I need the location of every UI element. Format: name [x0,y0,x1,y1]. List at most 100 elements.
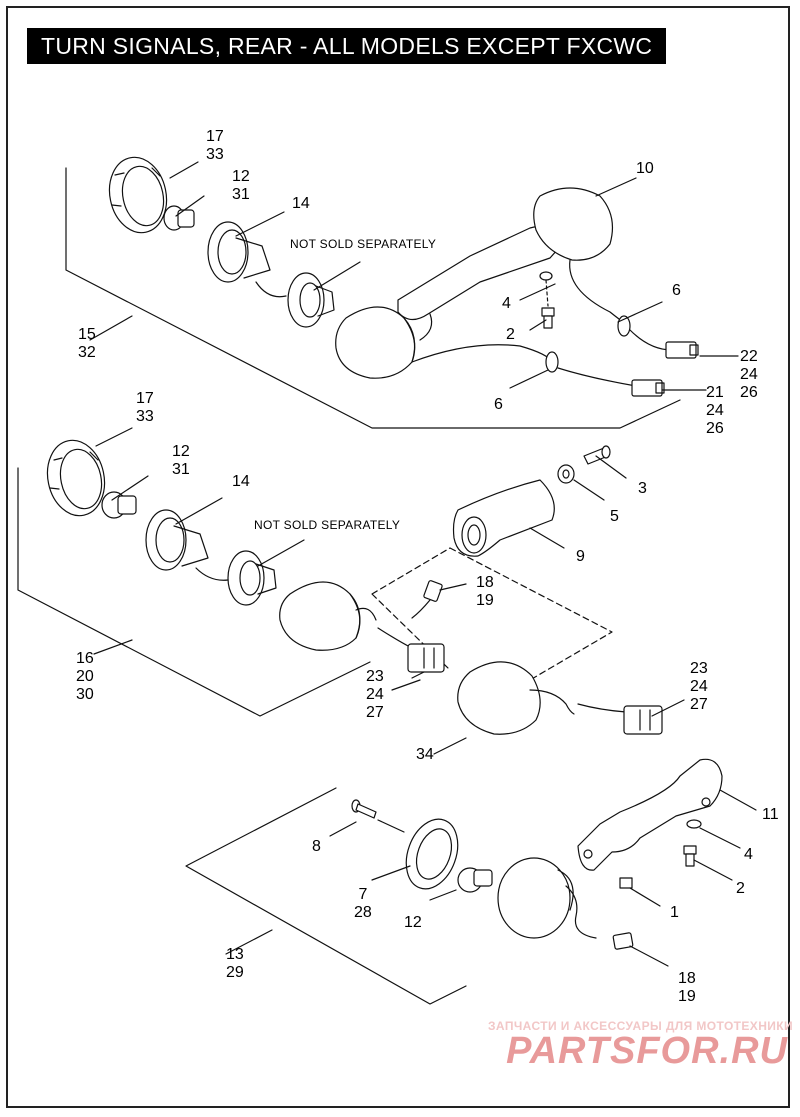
group-bracket-bottom [185,787,467,1005]
washer-bottom [686,819,702,829]
callout-number: 21 [706,384,724,401]
note-not-sold-separately-middle: NOT SOLD SEPARATELY [254,518,401,532]
callout-number: 31 [172,461,190,478]
callout-c-6-b: 6 [494,396,503,414]
callout-number: 19 [678,988,696,1005]
centerline-top [545,279,549,307]
callout-c-5: 5 [610,508,619,526]
group-bracket-middle [17,467,371,717]
socket-middle [145,509,229,581]
callout-number: 32 [78,344,96,361]
callout-c-34: 34 [416,746,434,764]
callout-number: 26 [706,420,724,437]
washer-middle [557,464,575,484]
group-middle-assembly [17,427,685,755]
connector-23-right [623,705,663,735]
lens-ring-bottom [405,818,459,890]
callout-number: 23 [366,668,384,685]
callout-number: 33 [206,146,224,163]
callout-c-2-b: 2 [736,880,745,898]
callout-number: 24 [690,678,708,695]
signal-housing-left-top [335,306,416,379]
bulb-middle [101,491,137,519]
callout-c-14-a: 14 [292,195,310,213]
connector-18-19-middle [411,580,443,619]
callout-number: 27 [690,696,708,713]
callout-number: 12 [232,168,250,185]
callout-number: 23 [690,660,708,677]
callout-number: 20 [76,668,94,685]
connector-22 [665,341,699,359]
callout-c-4-a: 4 [502,295,511,313]
bolt-top [541,307,555,329]
note-not-sold-separately-top: NOT SOLD SEPARATELY [290,237,437,251]
callout-number: 26 [740,384,758,401]
callout-number: 30 [76,686,94,703]
callout-number: 34 [416,746,434,763]
callout-number: 31 [232,186,250,203]
bulb-top [163,205,195,231]
group-bracket-top [65,167,681,429]
callout-number: 6 [672,282,681,299]
callout-number: 24 [740,366,758,383]
callout-number: 24 [366,686,384,703]
callout-number: 16 [76,650,94,667]
callout-number: 5 [610,508,619,525]
callout-number: 17 [206,128,224,145]
callout-c-2-a: 2 [506,326,515,344]
connector-23-middle [407,643,445,673]
callout-number: 14 [292,195,310,212]
callout-c-8: 8 [312,838,321,856]
connector-21 [631,379,665,397]
washer-top [539,271,553,281]
grommet-middle [227,550,277,606]
callout-number: 12 [404,914,422,931]
wire-34 [577,703,627,713]
callout-number: 24 [706,402,724,419]
callout-number: 29 [226,964,244,981]
callout-number: 6 [494,396,503,413]
lens-ring-top [108,156,168,234]
callout-number: 33 [136,408,154,425]
lens-ring-middle [46,439,106,517]
grommet-small-b [545,351,559,373]
callout-c-10: 10 [636,160,654,178]
callout-number: 14 [232,473,250,490]
mounting-arm-bottom [577,758,723,871]
bolt-bottom [683,845,697,867]
page-frame [6,6,790,1108]
callout-number: 1 [670,904,679,921]
callout-c-12-c: 12 [404,914,422,932]
mounting-arm-top [397,187,613,341]
callout-number: 7 [358,886,368,903]
diagram-title: TURN SIGNALS, REAR - ALL MODELS EXCEPT F… [27,28,667,64]
callout-c-1: 1 [670,904,679,922]
callout-number: 10 [636,160,654,177]
callout-number: 28 [354,904,372,921]
callout-c-4-b: 4 [744,846,753,864]
callout-number: 3 [638,480,647,497]
callout-number: 18 [678,970,696,987]
mount-bracket-9 [452,479,555,557]
screw-1-bottom [619,877,633,889]
group-top-assembly [65,156,739,429]
watermark-text: ЗАПЧАСТИ И АКСЕССУАРЫ ДЛЯ МОТОТЕХНИКИ [488,1019,794,1033]
callout-c-6-a: 6 [672,282,681,300]
callout-number: 11 [762,806,779,823]
connector-18-19-bottom [612,932,634,950]
callout-c-9: 9 [576,548,585,566]
callout-c-14-b: 14 [232,473,250,491]
callout-number: 4 [502,295,511,312]
